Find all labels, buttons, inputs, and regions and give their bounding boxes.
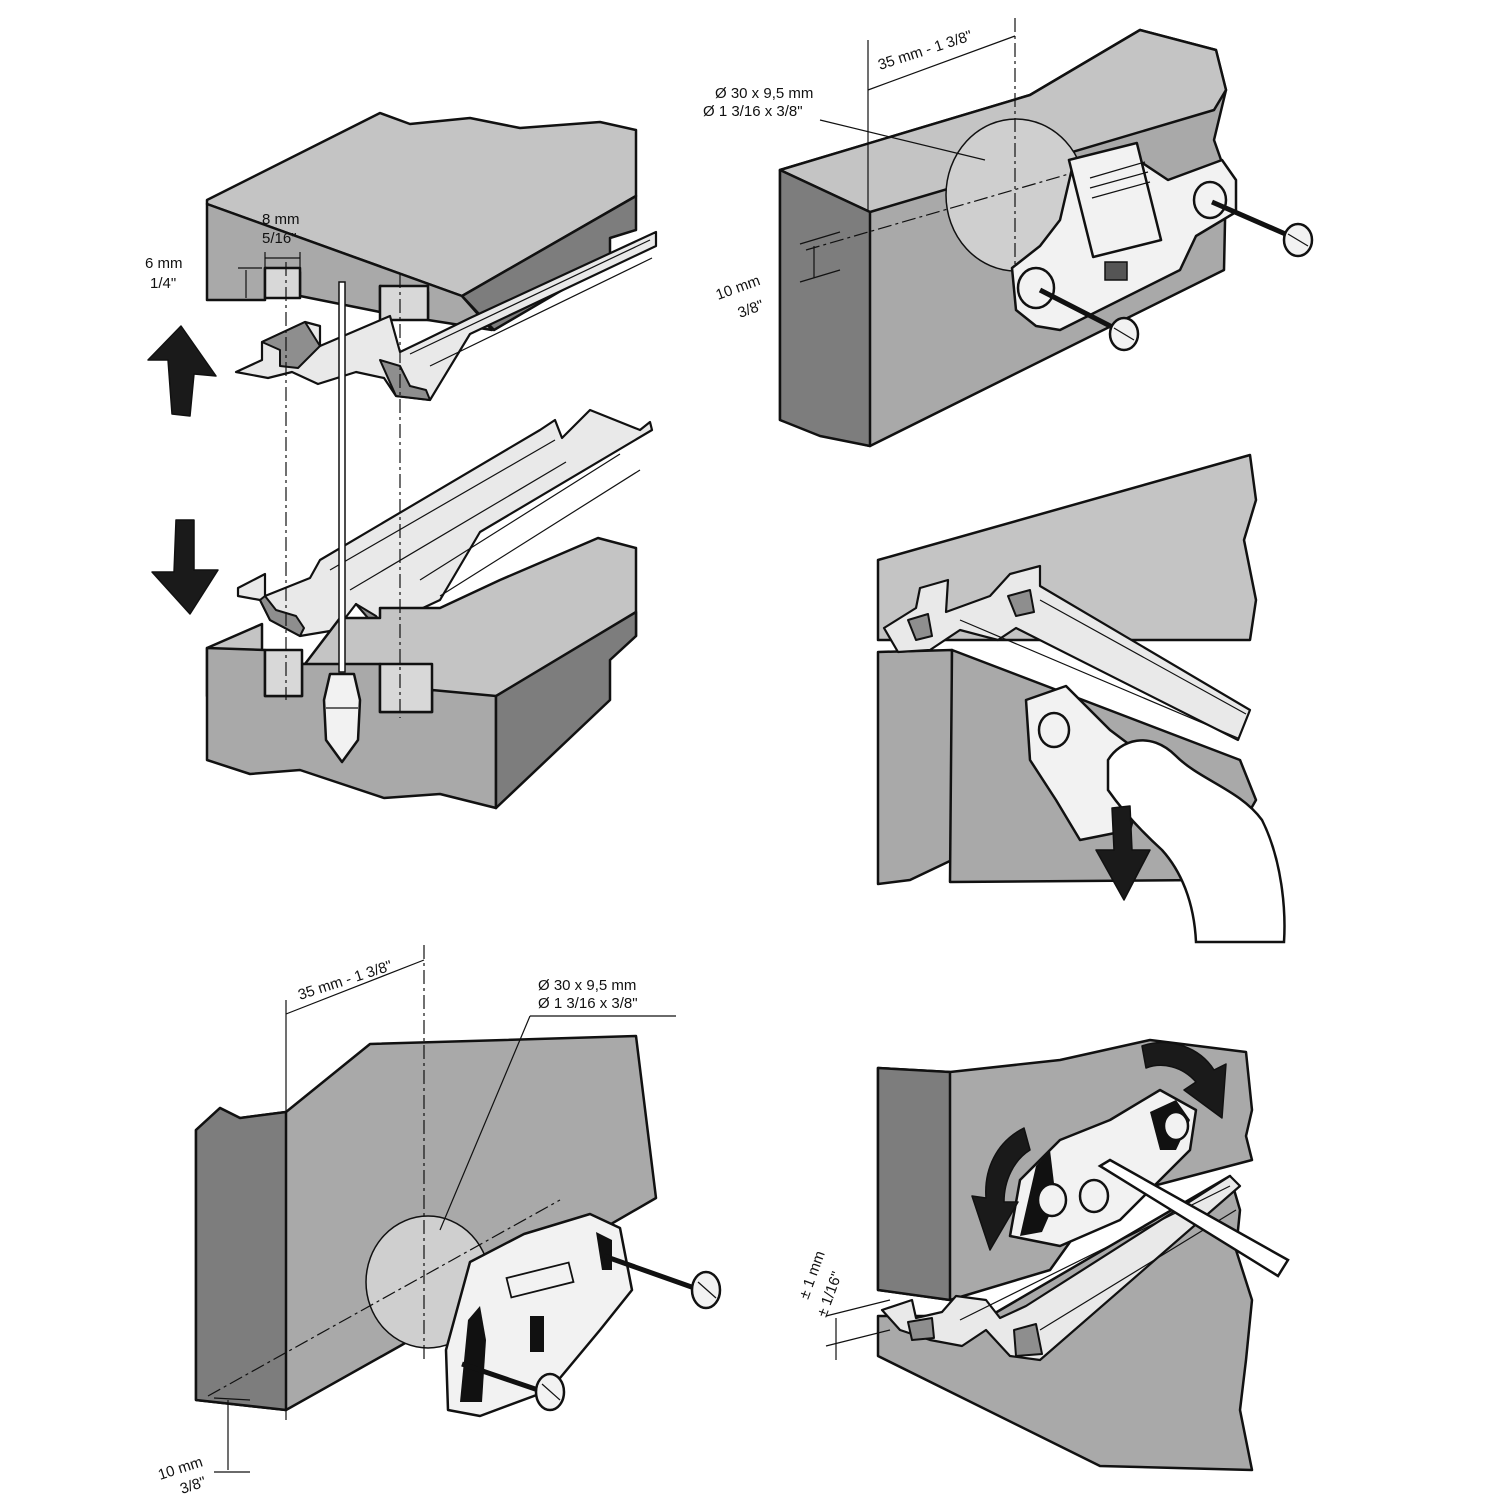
screw-icon	[461, 1361, 566, 1412]
panel-clip-rail	[876, 453, 1286, 944]
screwdriver-icon	[1097, 1158, 1290, 1278]
groove-width-mm: 8 mm	[262, 211, 300, 228]
door-bracket-spacing: 35 mm - 1 3/8"	[296, 957, 394, 1003]
hole-size-in: Ø 1 3/16 x 3/8"	[703, 103, 803, 120]
rotate-arrow-icon	[971, 1127, 1031, 1251]
groove-width-in: 5/16"	[262, 230, 297, 247]
bracket-spacing: 35 mm - 1 3/8"	[876, 27, 974, 73]
marking-gauge	[322, 281, 362, 764]
down-arrow-icon	[151, 519, 219, 615]
clipped-rail	[882, 564, 1252, 742]
down-arrow-icon	[1095, 805, 1151, 901]
screw-icon	[1211, 199, 1314, 258]
up-arrow-icon	[147, 325, 217, 417]
lower-wood-block	[205, 536, 638, 810]
mounting-bracket	[444, 1212, 634, 1418]
upper-wood-block	[205, 111, 638, 332]
door-hole-size-mm: Ø 30 x 9,5 mm	[538, 977, 636, 994]
groove-depth-mm: 6 mm	[145, 255, 183, 272]
groove-depth-in: 1/4"	[150, 275, 176, 292]
edge-offset-in: 3/8"	[736, 297, 766, 322]
hand-icon	[1106, 739, 1286, 944]
rotate-arrow-icon	[1141, 1041, 1227, 1119]
groove-dimensions: 8 mm 5/16" 6 mm 1/4"	[145, 211, 301, 301]
gap-dimensions: ± 1 mm ± 1/16"	[796, 1249, 891, 1360]
panel-height-adjust: ± 1 mm ± 1/16"	[796, 1038, 1290, 1472]
hole-size-mm: Ø 30 x 9,5 mm	[715, 85, 813, 102]
panel-rail-grooving: 8 mm 5/16" 6 mm 1/4"	[145, 111, 658, 810]
screw-icon	[1037, 711, 1071, 749]
screw-icon	[603, 1253, 722, 1310]
panel-bracket-fixing: 35 mm - 1 3/8" Ø 30 x 9,5 mm Ø 1 3/16 x …	[703, 18, 1314, 448]
screw-icon	[1038, 287, 1140, 352]
mounting-bracket	[1010, 141, 1238, 332]
panel-door-bracket: 35 mm - 1 3/8" Ø 30 x 9,5 mm Ø 1 3/16 x …	[156, 945, 722, 1498]
door-edge-offset-in: 3/8"	[178, 1474, 208, 1498]
door-hole-size-in: Ø 1 3/16 x 3/8"	[538, 995, 638, 1012]
